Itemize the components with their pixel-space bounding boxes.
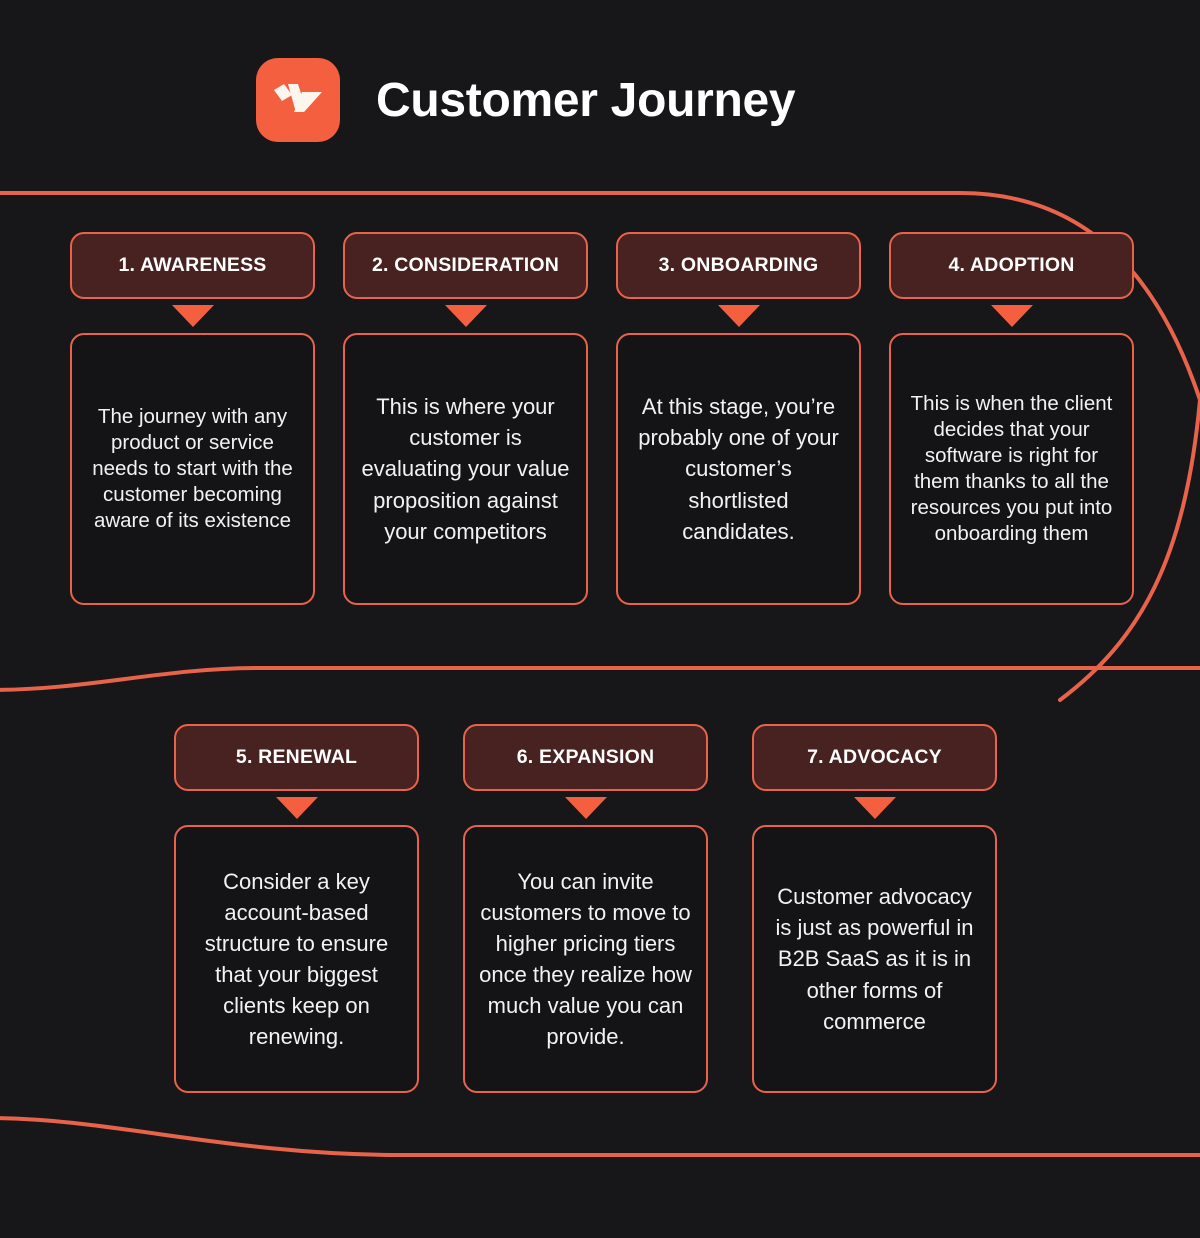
stage-body-adoption: This is when the client decides that you… (889, 333, 1134, 605)
down-arrow-icon (853, 797, 896, 819)
down-arrow-icon (171, 305, 214, 327)
swoosh-bottom-icon (0, 1116, 1200, 1157)
stage-description: This is when the client decides that you… (910, 391, 1113, 546)
stage-body-expansion: You can invite customers to move to high… (463, 825, 708, 1093)
stage-label: 7. ADVOCACY (807, 746, 942, 768)
stage-header-consideration[interactable]: 2. CONSIDERATION (343, 232, 588, 299)
stage-label: 5. RENEWAL (235, 746, 358, 768)
stage-body-advocacy: Customer advocacy is just as powerful in… (752, 825, 997, 1093)
stage-body-renewal: Consider a key account-based structure t… (174, 825, 419, 1093)
brand-logo-tile (256, 58, 340, 142)
stage-advocacy[interactable]: 7. ADVOCACY Customer advocacy is just as… (752, 724, 997, 1093)
stage-header-adoption[interactable]: 4. ADOPTION (889, 232, 1134, 299)
stage-label: 3. ONBOARDING (658, 254, 819, 276)
journey-row-2: 5. RENEWAL Consider a key account-based … (174, 724, 997, 1093)
stage-description: Customer advocacy is just as powerful in… (775, 884, 974, 1034)
stage-renewal[interactable]: 5. RENEWAL Consider a key account-based … (174, 724, 419, 1093)
stage-adoption[interactable]: 4. ADOPTION This is when the client deci… (889, 232, 1134, 605)
down-arrow-icon (275, 797, 318, 819)
stage-consideration[interactable]: 2. CONSIDERATION This is where your cust… (343, 232, 588, 605)
stage-header-advocacy[interactable]: 7. ADVOCACY (752, 724, 997, 791)
page-title: Customer Journey (376, 73, 796, 127)
stage-label: 4. ADOPTION (948, 254, 1075, 276)
stage-label: 6. EXPANSION (516, 746, 655, 768)
stage-header-renewal[interactable]: 5. RENEWAL (174, 724, 419, 791)
page-header: Customer Journey (256, 58, 796, 142)
stage-header-expansion[interactable]: 6. EXPANSION (463, 724, 708, 791)
stage-description: At this stage, you’re probably one of yo… (638, 394, 839, 544)
stage-onboarding[interactable]: 3. ONBOARDING At this stage, you’re prob… (616, 232, 861, 605)
stage-body-onboarding: At this stage, you’re probably one of yo… (616, 333, 861, 605)
journey-row-1: 1. AWARENESS The journey with any produc… (70, 232, 1134, 605)
stage-label: 2. CONSIDERATION (371, 254, 560, 276)
stage-description: Consider a key account-based structure t… (204, 868, 389, 1050)
stage-description: This is where your customer is evaluatin… (361, 394, 570, 544)
stage-body-awareness: The journey with any product or service … (70, 333, 315, 605)
stage-label: 1. AWARENESS (118, 254, 267, 276)
down-arrow-icon (990, 305, 1033, 327)
stage-header-awareness[interactable]: 1. AWARENESS (70, 232, 315, 299)
stage-description: The journey with any product or service … (92, 404, 293, 533)
swoosh-middle-icon (0, 666, 1200, 692)
stage-header-onboarding[interactable]: 3. ONBOARDING (616, 232, 861, 299)
down-arrow-icon (717, 305, 760, 327)
stage-awareness[interactable]: 1. AWARENESS The journey with any produc… (70, 232, 315, 605)
down-arrow-icon (444, 305, 487, 327)
stage-description: You can invite customers to move to high… (479, 868, 692, 1050)
stage-body-consideration: This is where your customer is evaluatin… (343, 333, 588, 605)
venngage-w-logo-icon (274, 84, 322, 112)
down-arrow-icon (564, 797, 607, 819)
stage-expansion[interactable]: 6. EXPANSION You can invite customers to… (463, 724, 708, 1093)
